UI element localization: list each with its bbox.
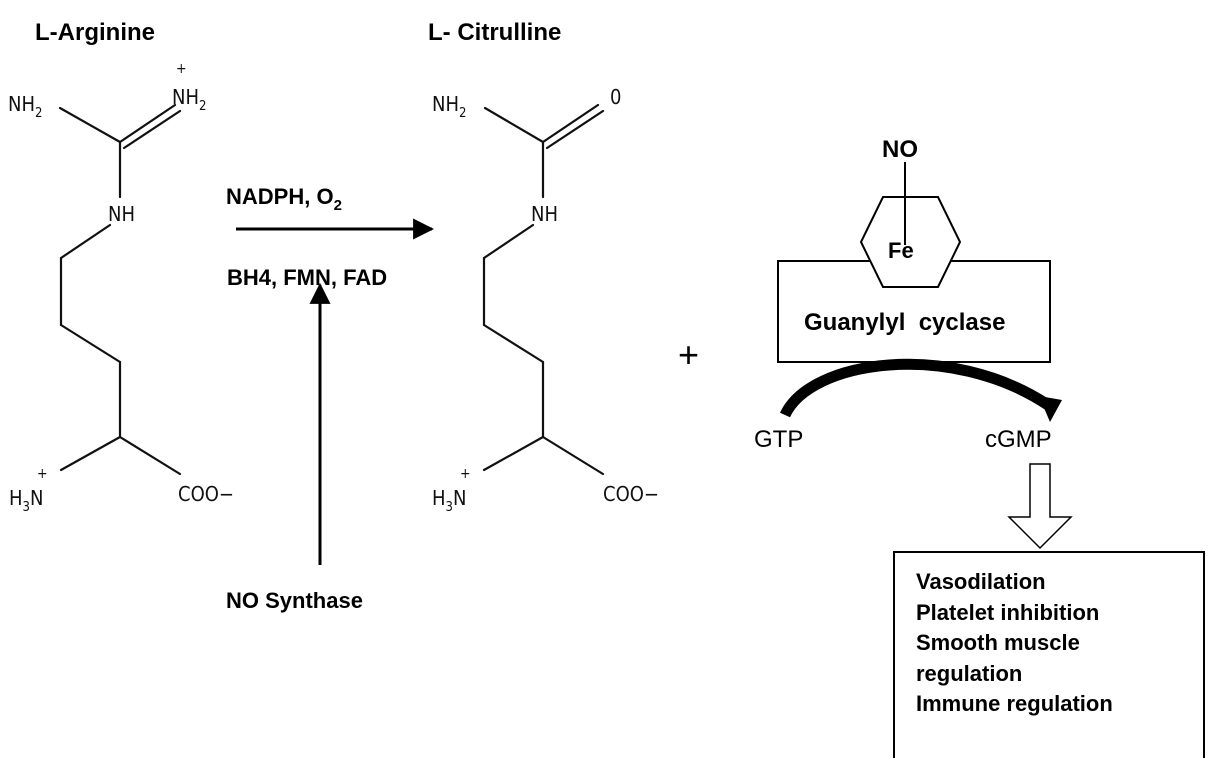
citrulline-bonds xyxy=(482,103,605,476)
effects-box: Vasodilation Platelet inhibition Smooth … xyxy=(893,551,1205,758)
arginine-iminium-label: NH2 xyxy=(172,85,206,114)
plus-sign: + xyxy=(678,334,699,375)
arginine-structure: L-Arginine NH2 + NH2 NH H3N + COO− xyxy=(8,19,234,515)
citrulline-nh-label: NH xyxy=(531,202,558,226)
effect-vasodilation: Vasodilation xyxy=(916,569,1046,594)
nos-reaction: NADPH, O2 BH4, FMN, FAD NO Synthase xyxy=(226,184,435,613)
guanylyl-cyclase: NO Fe Guanylyl cyclase GTP cGMP xyxy=(754,136,1073,550)
citrulline-title: L- Citrulline xyxy=(428,19,561,46)
effects-arrow xyxy=(1007,463,1073,550)
citrulline-carboxylate-label: COO− xyxy=(603,482,659,506)
citrulline-oxygen-label: 0 xyxy=(610,85,621,109)
citrulline-amine-label: NH2 xyxy=(432,92,466,121)
effect-smooth-muscle: Smooth muscle xyxy=(916,630,1080,655)
cofactors-top-label: NADPH, O2 xyxy=(226,184,342,214)
effect-immune-regulation: Immune regulation xyxy=(916,691,1113,716)
gtp-cgmp-arrow xyxy=(779,358,1052,418)
no-label: NO xyxy=(882,136,918,163)
cgmp-label: cGMP xyxy=(985,426,1052,453)
arginine-bonds xyxy=(58,103,182,476)
effect-platelet-inhibition: Platelet inhibition xyxy=(916,599,1100,625)
cofactors-bottom-label: BH4, FMN, FAD xyxy=(227,265,387,290)
arginine-title: L-Arginine xyxy=(35,19,155,46)
guanylyl-cyclase-label: Guanylyl cyclase xyxy=(804,309,1005,336)
arginine-ammonium-charge: + xyxy=(37,466,48,482)
arginine-nh-label: NH xyxy=(108,202,135,226)
arginine-carboxylate-label: COO− xyxy=(178,482,234,506)
citrulline-ammonium-charge: + xyxy=(460,466,471,482)
arginine-amine-label: NH2 xyxy=(8,92,42,121)
nos-enzyme-label: NO Synthase xyxy=(226,588,363,613)
arginine-ammonium-label: H3N xyxy=(9,486,43,515)
effect-regulation: regulation xyxy=(916,660,1023,686)
citrulline-structure: L- Citrulline NH2 0 NH H3N + COO− xyxy=(428,19,659,515)
fe-label: Fe xyxy=(888,238,914,263)
heme-hexagon xyxy=(859,196,962,288)
citrulline-ammonium-label: H3N xyxy=(432,486,466,515)
gtp-label: GTP xyxy=(754,426,803,453)
gtp-cgmp-arrowhead xyxy=(1039,396,1062,422)
arginine-iminium-charge: + xyxy=(176,61,187,77)
